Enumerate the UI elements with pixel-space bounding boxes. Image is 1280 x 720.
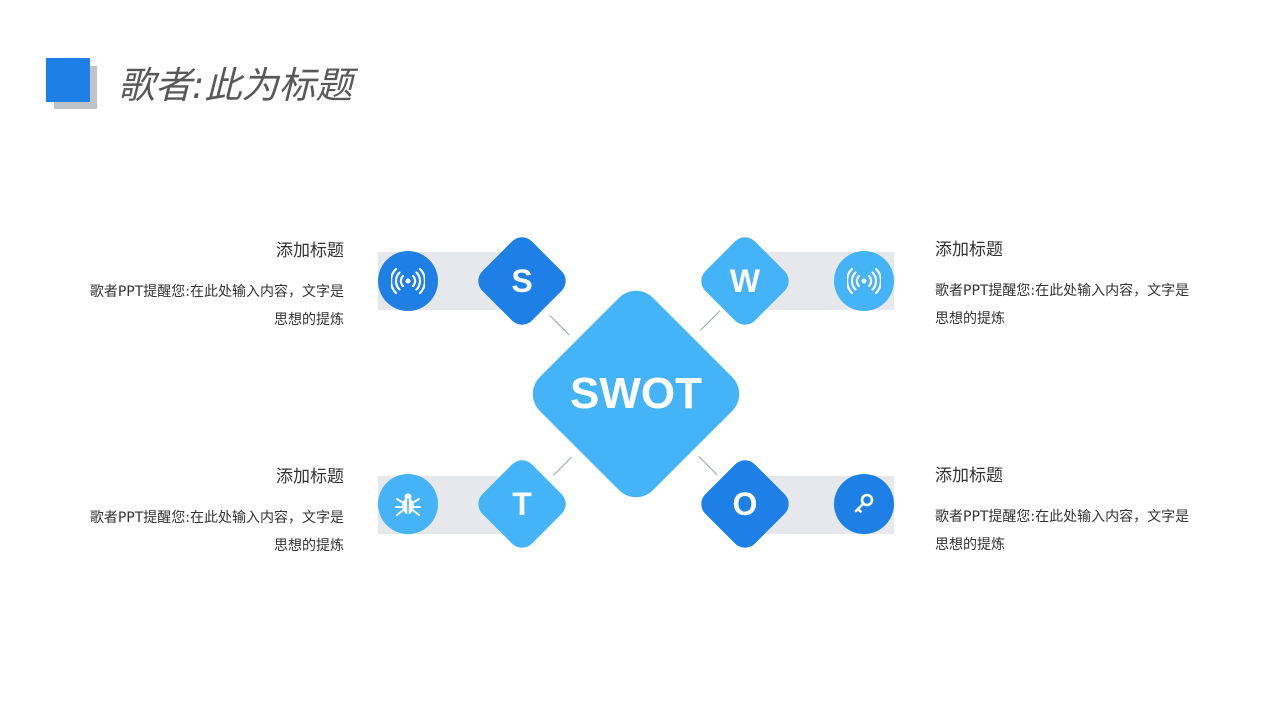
o-text-block: 添加标题 歌者PPT提醒您:在此处输入内容，文字是 思想的提炼 [935, 465, 1235, 559]
w-body: 歌者PPT提醒您:在此处输入内容，文字是 思想的提炼 [935, 277, 1235, 333]
signal-icon [391, 267, 425, 295]
key-icon [854, 493, 874, 513]
w-body-line2: 思想的提炼 [935, 311, 1005, 327]
s-letter: S [511, 262, 533, 299]
s-text-block: 添加标题 歌者PPT提醒您:在此处输入内容，文字是 思想的提炼 [44, 240, 344, 334]
o-icon-circle [834, 474, 894, 534]
s-body: 歌者PPT提醒您:在此处输入内容，文字是 思想的提炼 [44, 278, 344, 334]
o-body-line1: 歌者PPT提醒您:在此处输入内容，文字是 [935, 509, 1190, 525]
o-body-line2: 思想的提炼 [935, 537, 1005, 553]
w-body-line1: 歌者PPT提醒您:在此处输入内容，文字是 [935, 283, 1190, 299]
t-body-line2: 思想的提炼 [274, 538, 344, 554]
o-body: 歌者PPT提醒您:在此处输入内容，文字是 思想的提炼 [935, 503, 1235, 559]
t-body: 歌者PPT提醒您:在此处输入内容，文字是 思想的提炼 [44, 504, 344, 560]
s-body-line2: 思想的提炼 [274, 312, 344, 328]
o-letter: O [732, 485, 758, 522]
t-icon-circle [378, 474, 438, 534]
swot-center-label: SWOT [570, 369, 702, 418]
page-title: 歌者:此为标题 [118, 64, 353, 107]
s-body-line1: 歌者PPT提醒您:在此处输入内容，文字是 [89, 284, 344, 300]
t-text-block: 添加标题 歌者PPT提醒您:在此处输入内容，文字是 思想的提炼 [44, 466, 344, 560]
o-title: 添加标题 [935, 466, 1003, 486]
logo-square [46, 58, 90, 102]
w-letter: W [729, 262, 761, 299]
s-title: 添加标题 [276, 241, 344, 261]
signal-icon [847, 267, 881, 295]
w-title: 添加标题 [935, 240, 1003, 260]
w-icon-circle [834, 251, 894, 311]
t-body-line1: 歌者PPT提醒您:在此处输入内容，文字是 [89, 510, 344, 526]
bug-icon [395, 493, 421, 516]
t-title: 添加标题 [276, 467, 344, 487]
w-text-block: 添加标题 歌者PPT提醒您:在此处输入内容，文字是 思想的提炼 [935, 239, 1235, 333]
t-letter: T [512, 485, 532, 522]
s-icon-circle [378, 251, 438, 311]
s-connector [549, 315, 570, 336]
